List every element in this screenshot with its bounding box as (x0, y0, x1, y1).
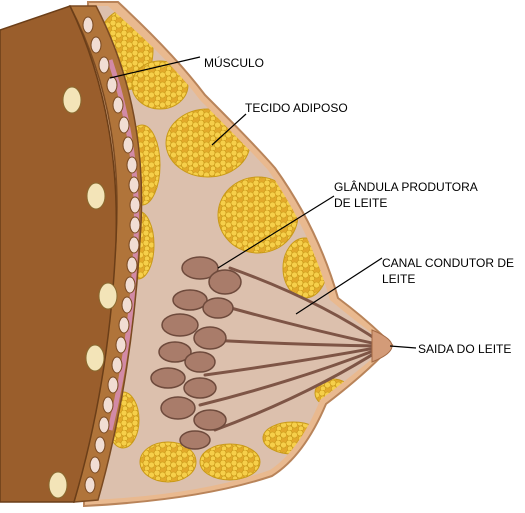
rib (99, 283, 117, 309)
leader-outlet (390, 346, 416, 348)
gland-lobule (173, 290, 207, 310)
rib (87, 183, 105, 209)
gland-lobule (162, 314, 198, 336)
fat-lobule (166, 109, 250, 177)
gland-lobule (185, 352, 215, 372)
label-milk-gland-line2: DE LEITE (334, 196, 387, 211)
label-muscle: MÚSCULO (204, 56, 264, 71)
rib (86, 345, 104, 371)
gland-lobule (151, 368, 185, 388)
nipple (372, 330, 392, 362)
gland-lobule (203, 298, 233, 318)
gland-lobule (184, 378, 216, 398)
gland-lobule (194, 410, 226, 430)
label-adipose-tissue: TECIDO ADIPOSO (245, 101, 348, 116)
rib (49, 472, 67, 498)
rib (63, 87, 81, 113)
label-milk-gland-line1: GLÂNDULA PRODUTORA (334, 180, 478, 195)
gland-lobule (180, 431, 210, 449)
label-milk-duct-line2: LEITE (382, 272, 415, 287)
gland-lobule (194, 327, 226, 349)
label-milk-duct-line1: CANAL CONDUTOR DE (382, 256, 514, 271)
gland-lobule (209, 270, 241, 294)
gland-lobule (161, 397, 195, 419)
label-milk-outlet: SAIDA DO LEITE (418, 342, 511, 357)
fat-lobule (200, 444, 260, 480)
